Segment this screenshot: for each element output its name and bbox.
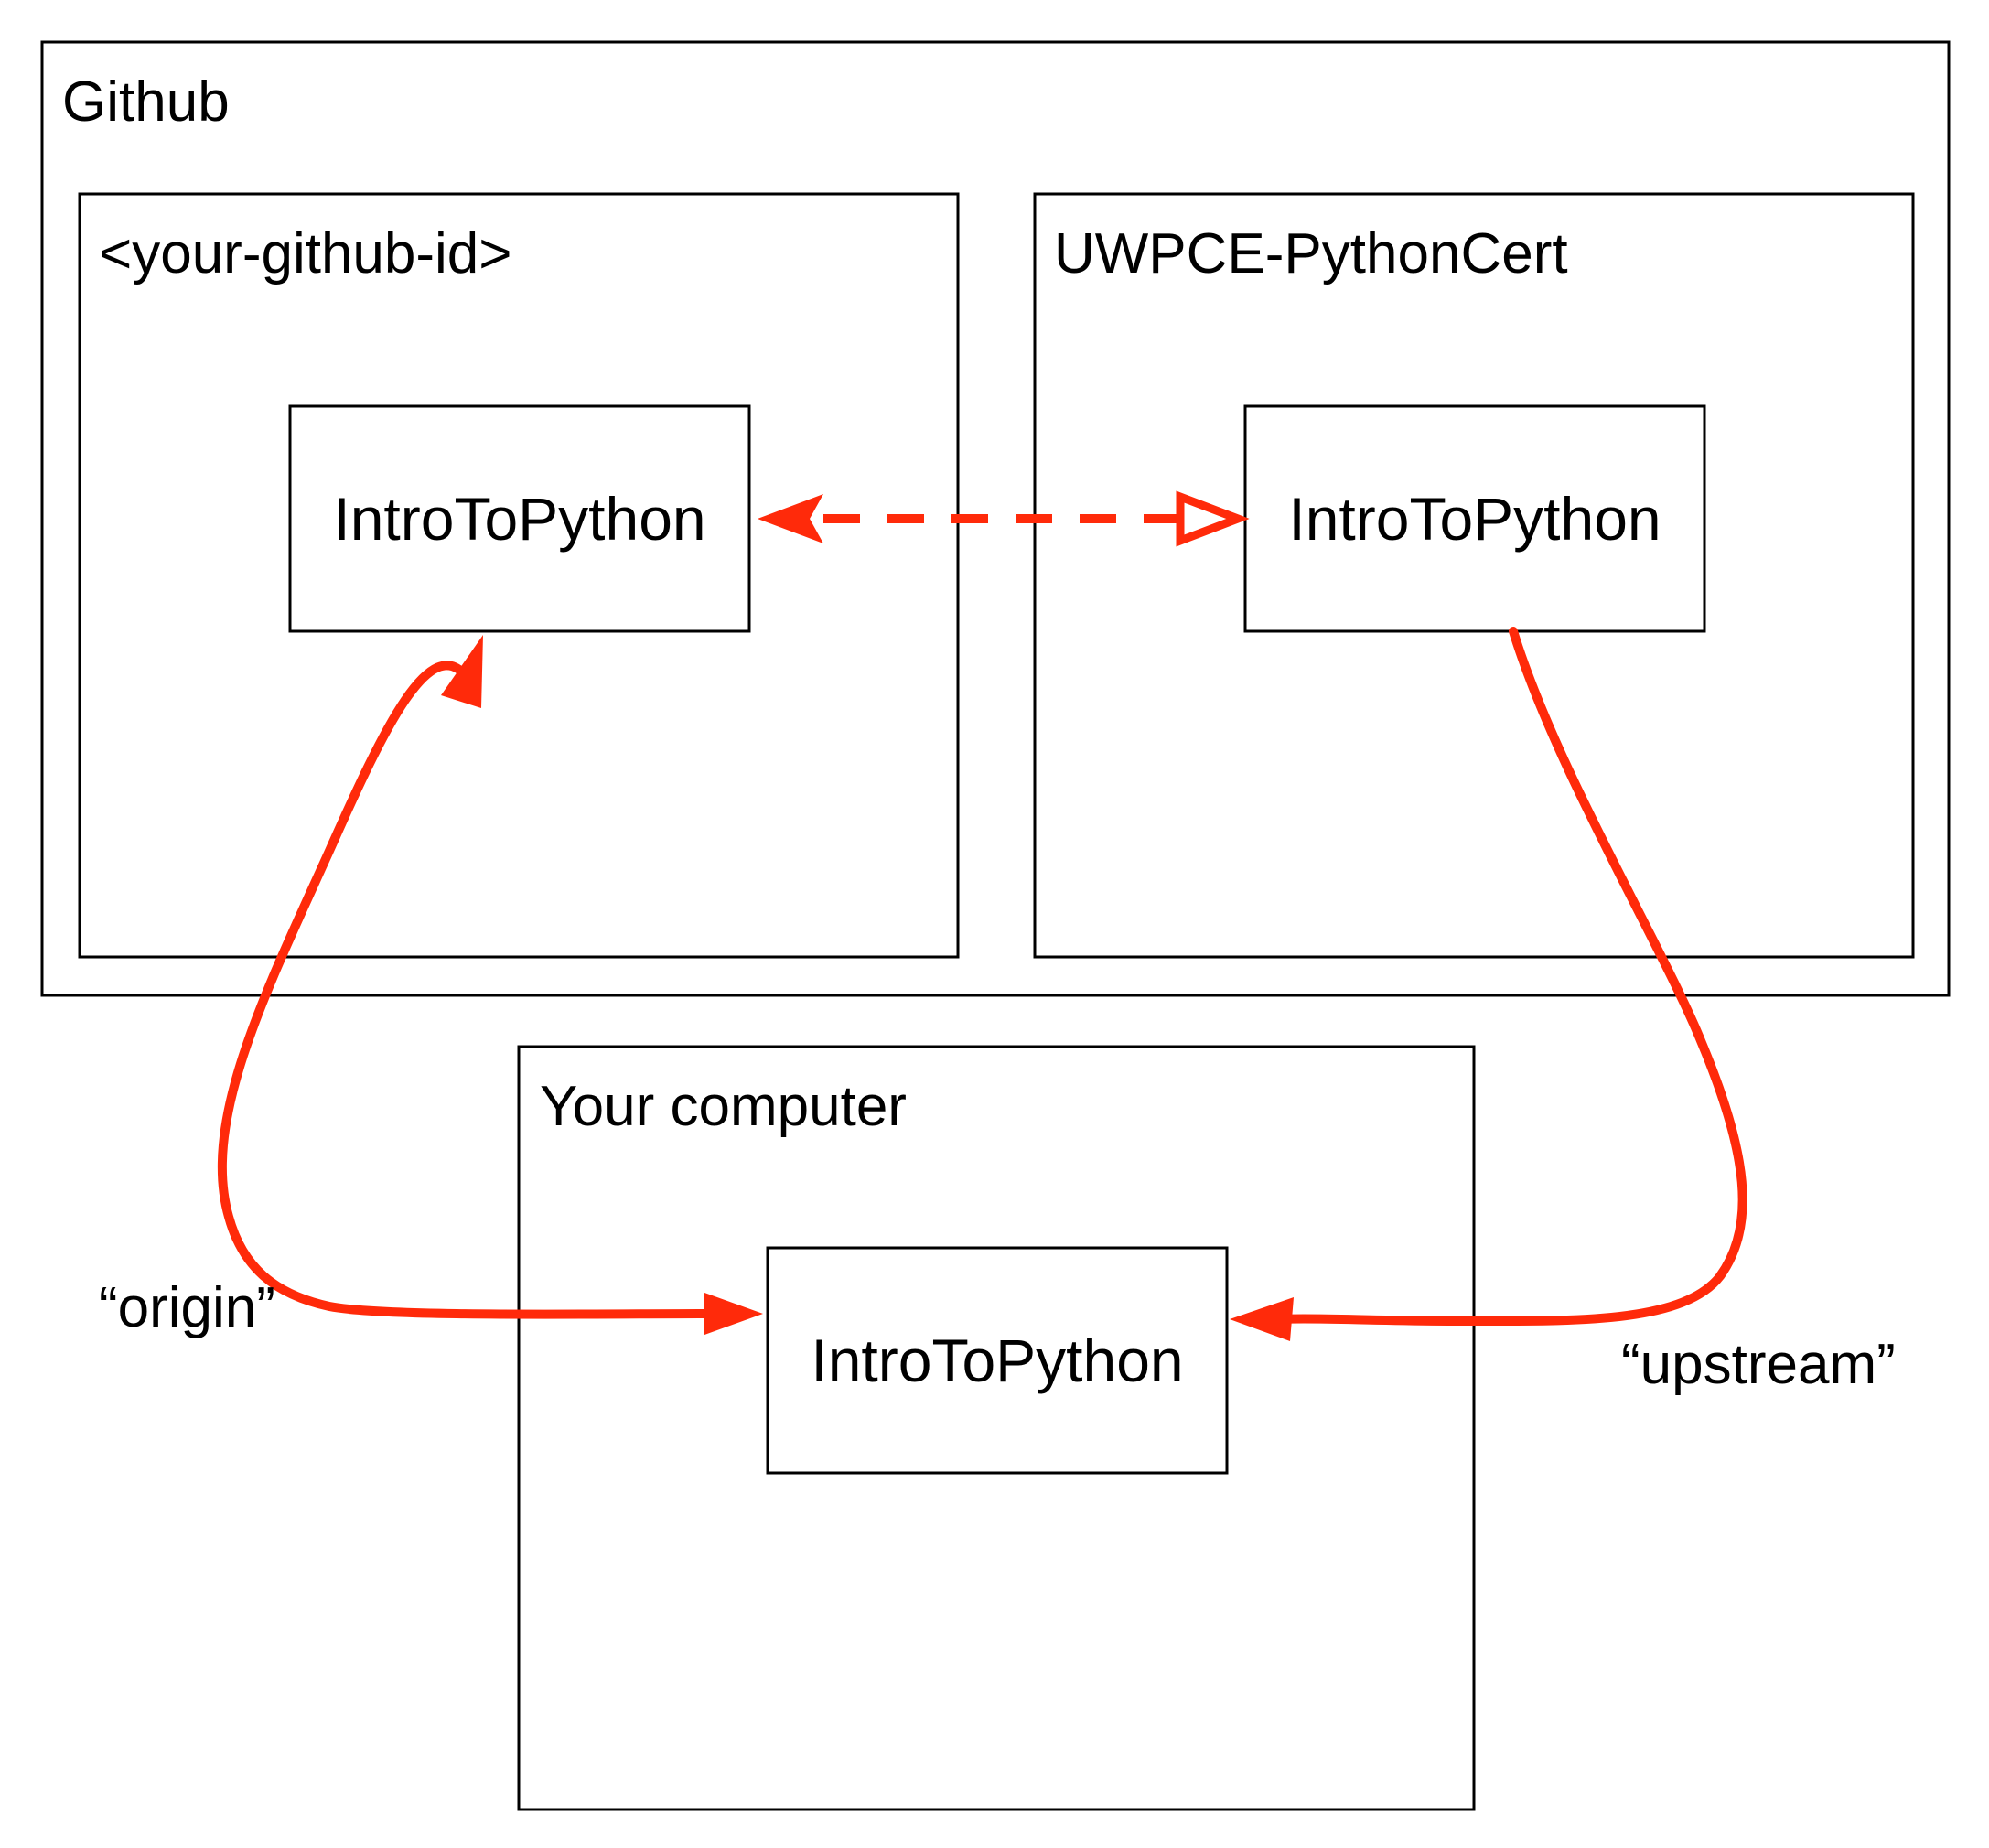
computer-label: Your computer: [540, 1075, 907, 1138]
fork-arrowhead-left: [758, 494, 823, 543]
local-repo-label: IntroToPython: [811, 1327, 1183, 1394]
local-repo-box: IntroToPython: [766, 1246, 1229, 1475]
user-repo-box: IntroToPython: [288, 404, 751, 633]
origin-arrowhead-top: [441, 635, 483, 708]
upstream-remote-label: “upstream”: [1621, 1333, 1896, 1396]
upstream-curve: [1276, 627, 1747, 1327]
origin-arrowhead-bottom: [704, 1293, 763, 1335]
upstream-arrowhead: [1230, 1297, 1294, 1341]
origin-remote-label: “origin”: [99, 1276, 275, 1339]
user-repo-label: IntroToPython: [333, 485, 705, 553]
org-repo-label: IntroToPython: [1288, 485, 1661, 553]
github-label: Github: [62, 70, 230, 134]
fork-arrowhead-right: [1176, 490, 1250, 547]
org-account-label: UWPCE-PythonCert: [1054, 222, 1568, 285]
org-repo-box: IntroToPython: [1243, 404, 1706, 633]
user-account-label: <your-github-id>: [99, 222, 512, 285]
origin-curve: [217, 661, 718, 1319]
